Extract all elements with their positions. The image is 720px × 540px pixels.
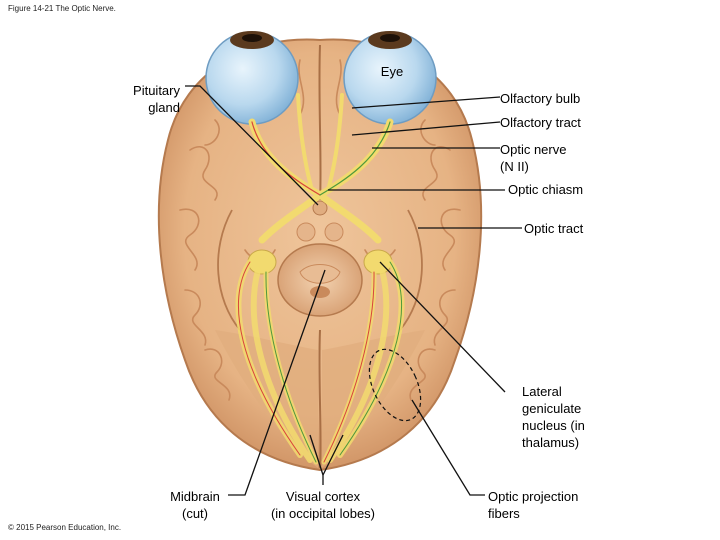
temporal-lobes: [217, 209, 423, 331]
label-optic-projection-fibers: Optic projection fibers: [488, 489, 579, 521]
label-midbrain: Midbrain (cut): [170, 489, 220, 521]
copyright-notice: © 2015 Pearson Education, Inc.: [8, 523, 122, 532]
olfactory-tracts: [296, 93, 344, 192]
gyri-texture: [179, 59, 461, 401]
label-lateral-geniculate-nucleus: Lateral geniculate nucleus (in thalamus): [522, 384, 585, 450]
midbrain-cut: [277, 200, 363, 317]
label-olfactory-bulb: Olfactory bulb: [500, 91, 581, 106]
lgn-highlight-ellipse: [368, 348, 422, 422]
label-optic-nerve: Optic nerve (N II): [500, 142, 567, 174]
figure-caption: Figure 14-21 The Optic Nerve.: [8, 4, 116, 13]
label-optic-tract: Optic tract: [524, 221, 584, 236]
label-optic-chiasm: Optic chiasm: [508, 182, 584, 197]
right-eyeball: [343, 31, 437, 125]
left-eyeball: [205, 31, 299, 125]
pituitary-gland-shape: [312, 200, 328, 216]
leader-lines: [185, 85, 522, 496]
label-pituitary-gland: Pituitary gland: [133, 83, 180, 115]
optic-radiations: [235, 259, 405, 465]
label-eye: Eye: [380, 64, 404, 79]
label-olfactory-tract: Olfactory tract: [500, 115, 581, 130]
label-visual-cortex: Visual cortex (in occipital lobes): [270, 489, 376, 521]
